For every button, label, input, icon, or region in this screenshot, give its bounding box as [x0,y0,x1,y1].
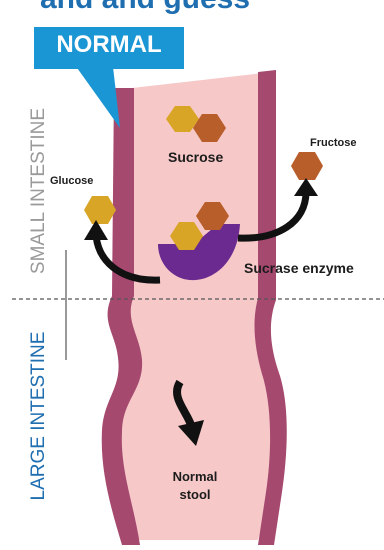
stool-label-line2: stool [160,487,230,502]
heading-fragment: and and guess [40,0,250,16]
glucose-hex [84,196,116,224]
large-intestine-label: LARGE INTESTINE [28,326,50,506]
fructose-label: Fructose [310,137,356,149]
fructose-hex [291,152,323,180]
badge-label: NORMAL [34,31,184,59]
small-intestine-label: SMALL INTESTINE [28,101,50,281]
glucose-label: Glucose [50,175,93,187]
sucrose-label: Sucrose [168,149,223,165]
arrow-to-fructose-head [294,178,318,196]
enzyme-label: Sucrase enzyme [244,260,354,276]
stool-label-line1: Normal [160,469,230,484]
